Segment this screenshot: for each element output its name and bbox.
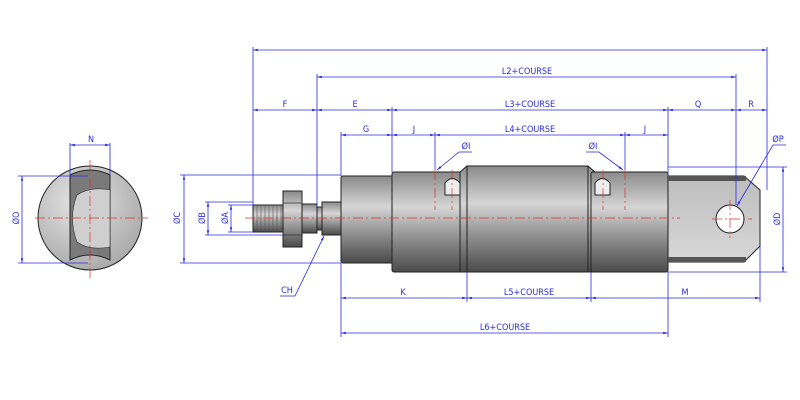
label-l5: L5+COURSE <box>504 288 554 298</box>
label-q: Q <box>695 100 701 110</box>
label-l6: L6+COURSE <box>480 323 530 333</box>
label-i-left: ØI <box>462 141 471 152</box>
leader-ch <box>280 235 325 297</box>
label-l3: L3+COURSE <box>505 100 555 110</box>
label-p: ØP <box>772 134 783 145</box>
dimensions: L2+COURSE F E L3+COURSE Q R G J L4+COURS… <box>172 47 787 337</box>
port-right <box>594 178 611 196</box>
side-view <box>245 165 761 273</box>
label-ch: CH <box>281 286 293 296</box>
label-a: ØA <box>220 212 231 224</box>
leader-p <box>736 144 786 207</box>
label-m: M <box>682 288 689 298</box>
label-e: E <box>352 100 357 110</box>
label-j-left: J <box>412 125 415 135</box>
end-view: N ØO <box>11 135 148 278</box>
front-head <box>340 175 394 264</box>
label-l4: L4+COURSE <box>505 125 555 135</box>
label-g: G <box>363 125 369 135</box>
label-b: ØB <box>197 212 208 224</box>
label-i-right: ØI <box>589 141 598 152</box>
label-k: K <box>400 288 406 298</box>
rod <box>321 201 342 236</box>
label-o: ØO <box>11 212 22 225</box>
leader-i-right <box>586 151 624 171</box>
thread-lines <box>256 205 282 232</box>
slot-inner <box>72 188 111 249</box>
cylinder-tube <box>459 165 596 273</box>
rod-neck <box>301 203 318 234</box>
port-left <box>444 178 461 196</box>
label-d: ØD <box>772 213 783 226</box>
label-n: N <box>88 135 94 145</box>
leader-i-left <box>436 151 472 171</box>
label-j-right: J <box>643 125 646 135</box>
label-l2: L2+COURSE <box>502 67 552 77</box>
label-c: ØC <box>172 212 183 224</box>
lock-nut <box>282 190 303 248</box>
label-r: R <box>748 100 754 110</box>
label-f: F <box>283 100 288 110</box>
